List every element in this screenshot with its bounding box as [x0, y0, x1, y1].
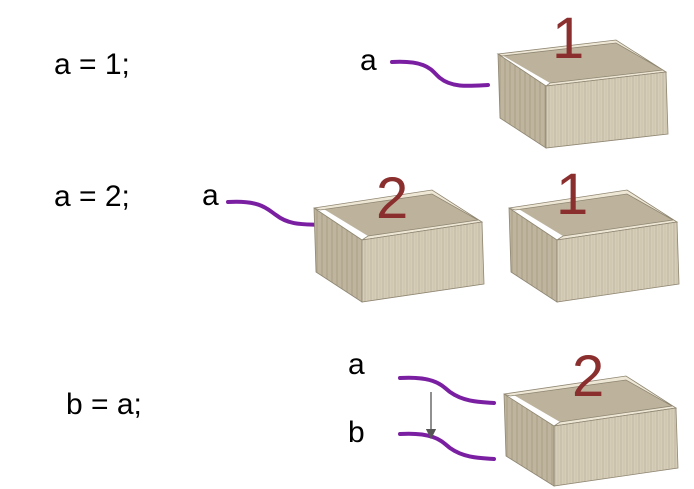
variable-label-b: b — [348, 416, 365, 449]
step-3: b = a; a b 2 — [66, 344, 679, 487]
step-2: a = 2; a 2 1 — [54, 162, 680, 303]
variable-label-a: a — [360, 44, 377, 77]
statement-a-equals-1: a = 1; — [54, 48, 130, 81]
statement-b-equals-a: b = a; — [66, 388, 142, 421]
reference-wire-a — [398, 375, 496, 405]
reference-wire-a — [226, 199, 324, 227]
variable-label-a: a — [348, 348, 365, 381]
reference-wire-a — [390, 59, 490, 88]
box-value-2: 2 — [572, 344, 604, 409]
box-value-2: 2 — [376, 166, 408, 231]
statement-a-equals-2: a = 2; — [54, 180, 130, 213]
storage-box — [313, 189, 485, 303]
box-value-1: 1 — [552, 6, 584, 71]
step-1: a = 1; a 1 — [54, 6, 669, 149]
storage-box-old — [508, 189, 680, 303]
variable-label-a: a — [202, 179, 219, 212]
storage-box — [503, 375, 679, 487]
reference-wire-b — [398, 431, 496, 461]
box-value-1-old: 1 — [556, 162, 588, 227]
storage-box — [496, 39, 669, 149]
